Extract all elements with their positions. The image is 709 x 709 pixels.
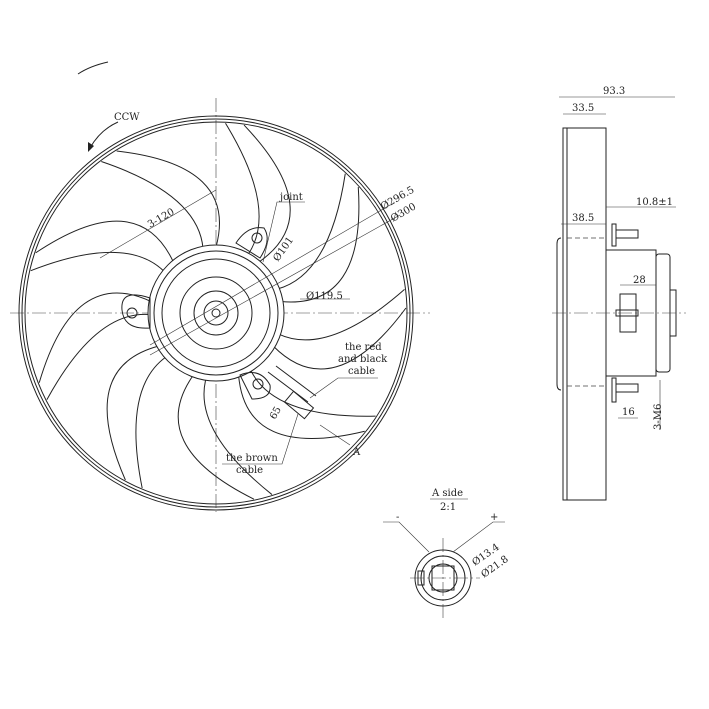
fan-blade (278, 187, 405, 341)
fan-blade (249, 307, 407, 417)
motor-offset-label: 38.5 (572, 213, 594, 224)
stud-length-label: 10.8±1 (636, 197, 673, 208)
brown-cable-label-2: cable (236, 465, 263, 476)
polarity-leaders (383, 521, 505, 553)
motor-ring (153, 250, 279, 376)
joint-label: joint (279, 192, 303, 203)
stud-bottom-flange (611, 377, 617, 403)
red-black-cable-label-3: cable (348, 366, 375, 377)
dia-shroud-dim-line (149, 214, 401, 356)
red-black-cable-label-1: the red (345, 342, 382, 353)
dia-motor-label: Ø119.5 (306, 291, 343, 302)
stud-top-flange (611, 223, 617, 247)
brown-cable-label-1: the brown (226, 453, 278, 464)
cable-sleeve (267, 365, 317, 403)
plus-label: + (490, 512, 498, 523)
connector-view-scale: 2:1 (440, 502, 456, 513)
connector-mid (420, 555, 466, 601)
fan-blade (116, 122, 260, 256)
shaft-ring (203, 300, 229, 326)
red-black-cable-label-2: and black (338, 354, 388, 365)
mount-hole-left (126, 307, 138, 319)
connector-detail-view: A side 2:1 - + Ø13.4 Ø21.8 (383, 488, 511, 618)
view-a-arrow (319, 424, 351, 446)
mount-spacing-label: 3-120 (146, 207, 176, 231)
fan-blades (30, 122, 407, 500)
fan-blade (243, 124, 346, 290)
dia-bolt-circle-label: Ø101 (271, 235, 296, 264)
motor-inner-label: 28 (633, 275, 646, 286)
mount-lug-top (235, 227, 268, 259)
motor-outer-ring (147, 244, 285, 382)
shroud-ring-2 (21, 118, 411, 508)
fan-blade (135, 356, 255, 500)
connector-latch (417, 570, 425, 586)
ccw-arrow (77, 61, 109, 75)
fan-blade (30, 251, 165, 383)
cable-connector (283, 390, 315, 420)
stud-center (615, 309, 639, 317)
stud-top (615, 229, 639, 239)
mount-lug-bottom (239, 372, 271, 400)
fan-blade (35, 161, 204, 263)
mount-hole-bottom (252, 378, 264, 390)
minus-label: - (396, 512, 399, 523)
fan-blade (203, 374, 365, 495)
shroud-plate (562, 127, 568, 501)
mount-spacing-dim-line (99, 189, 217, 259)
shroud-outer-ring (18, 115, 414, 511)
mount-hole-top (251, 232, 263, 244)
stud-bottom (615, 383, 639, 393)
ccw-label: CCW (114, 112, 140, 123)
front-view: CCW 3-120 joint Ø296.5 Ø300 Ø101 Ø119.5 … (10, 61, 430, 512)
connector-view-title: A side (431, 488, 463, 499)
shroud-body (566, 127, 607, 501)
cable-offset-label: 65 (268, 405, 284, 422)
red-black-leader (309, 377, 378, 399)
hub-ring (179, 276, 253, 350)
stud-thread-label: 16 (622, 407, 635, 418)
view-a-marker: A (352, 447, 361, 458)
motor-rear-cap (556, 237, 562, 391)
fan-blade (46, 313, 159, 481)
overall-depth-label: 93.3 (603, 86, 625, 97)
connector-outer (414, 549, 472, 607)
shaft (211, 308, 221, 318)
hub-inner (193, 290, 239, 336)
side-view: 93.3 33.5 10.8±1 38.5 28 16 3-M6 (552, 86, 686, 501)
mount-lug-left (121, 294, 151, 329)
connector-pin-block (431, 565, 455, 591)
connector-inner (428, 563, 458, 593)
fan-depth-label: 33.5 (572, 103, 594, 114)
mount-studs (611, 223, 639, 403)
stud-spec-label: 3-M6 (653, 404, 664, 430)
shroud-ring-3 (24, 121, 408, 505)
dia-blade-dim-line (149, 204, 391, 346)
ccw-arrowhead (88, 142, 94, 152)
motor-ring-inner (161, 258, 271, 368)
brown-cable-leader (222, 413, 299, 465)
joint-leader (262, 201, 305, 263)
